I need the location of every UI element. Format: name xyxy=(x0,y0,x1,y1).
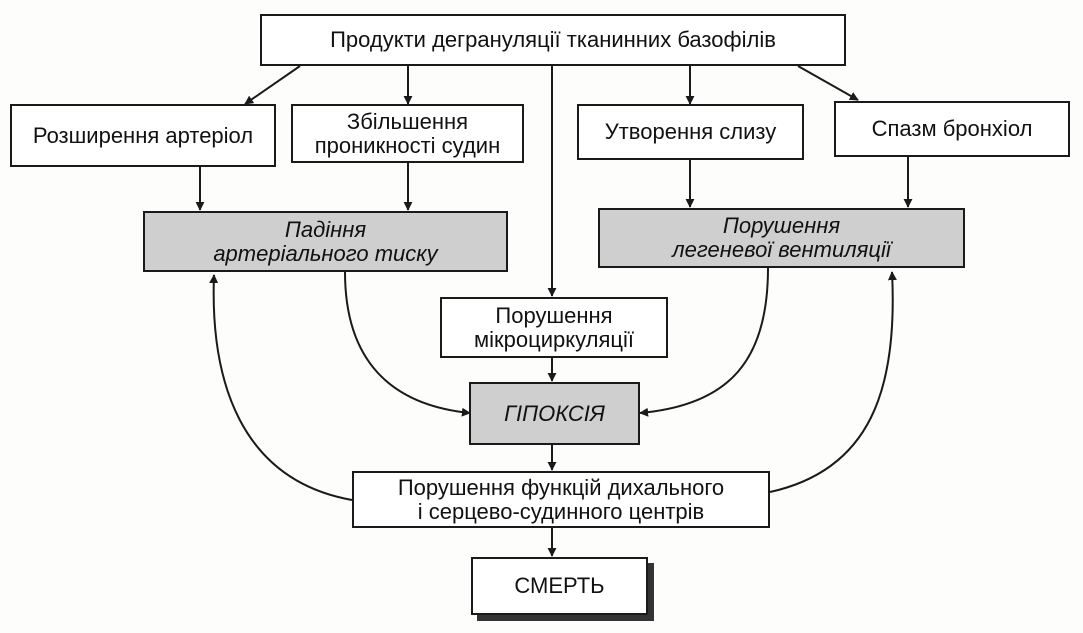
node-centers-dysfunction-line2: і серцево-судинного центрів xyxy=(417,498,705,524)
node-vascular-permeability-line2: проникності судин xyxy=(314,132,501,158)
arrow-ventilation-to-hypoxia xyxy=(639,267,769,417)
node-arteriole-dilation-label: Розширення артеріол xyxy=(32,122,254,148)
node-microcirculation-line2: мікроциркуляції xyxy=(474,326,634,352)
node-vascular-permeability-line1: Збільшення xyxy=(346,108,469,134)
node-pulmonary-ventilation: Порушення легеневої вентиляції xyxy=(598,208,965,268)
node-blood-pressure-drop-line1: Падіння xyxy=(284,216,367,242)
node-mucus-formation-label: Утворення слизу xyxy=(604,119,777,144)
arrow-top-to-bronchi xyxy=(797,65,859,101)
node-microcirculation-line1: Порушення xyxy=(495,302,613,328)
node-bronchiole-spasm: Спазм бронхіол xyxy=(834,101,1070,157)
node-degranulation-products-label: Продукти дегрануляції тканинних базофілі… xyxy=(330,27,776,52)
arrow-centers-to-pressure xyxy=(209,274,353,501)
node-pulmonary-ventilation-line1: Порушення xyxy=(722,213,841,238)
node-hypoxia: ГІПОКСІЯ xyxy=(469,382,640,445)
arrow-top-to-arteriole xyxy=(244,65,301,105)
node-pulmonary-ventilation-line2: легеневої вентиляції xyxy=(672,237,891,262)
node-arteriole-dilation: Розширення артеріол xyxy=(10,104,276,167)
node-death: СМЕРТЬ xyxy=(471,557,648,615)
node-mucus-formation: Утворення слизу xyxy=(577,104,804,160)
node-bronchiole-spasm-label: Спазм бронхіол xyxy=(871,116,1033,141)
node-centers-dysfunction-line1: Порушення функцій дихального xyxy=(397,474,725,500)
node-degranulation-products: Продукти дегрануляції тканинних базофілі… xyxy=(260,14,846,66)
arrow-pressure-to-hypoxia xyxy=(344,271,471,417)
node-hypoxia-label: ГІПОКСІЯ xyxy=(504,400,605,426)
node-microcirculation: Порушення мікроциркуляції xyxy=(440,297,668,358)
node-blood-pressure-drop: Падіння артеріального тиску xyxy=(143,211,508,272)
node-centers-dysfunction: Порушення функцій дихального і серцево-с… xyxy=(352,471,770,528)
arrow-centers-to-ventilation xyxy=(769,271,897,493)
node-vascular-permeability: Збільшення проникності судин xyxy=(291,104,524,163)
node-blood-pressure-drop-line2: артеріального тиску xyxy=(213,240,438,266)
node-death-label: СМЕРТЬ xyxy=(514,573,605,598)
